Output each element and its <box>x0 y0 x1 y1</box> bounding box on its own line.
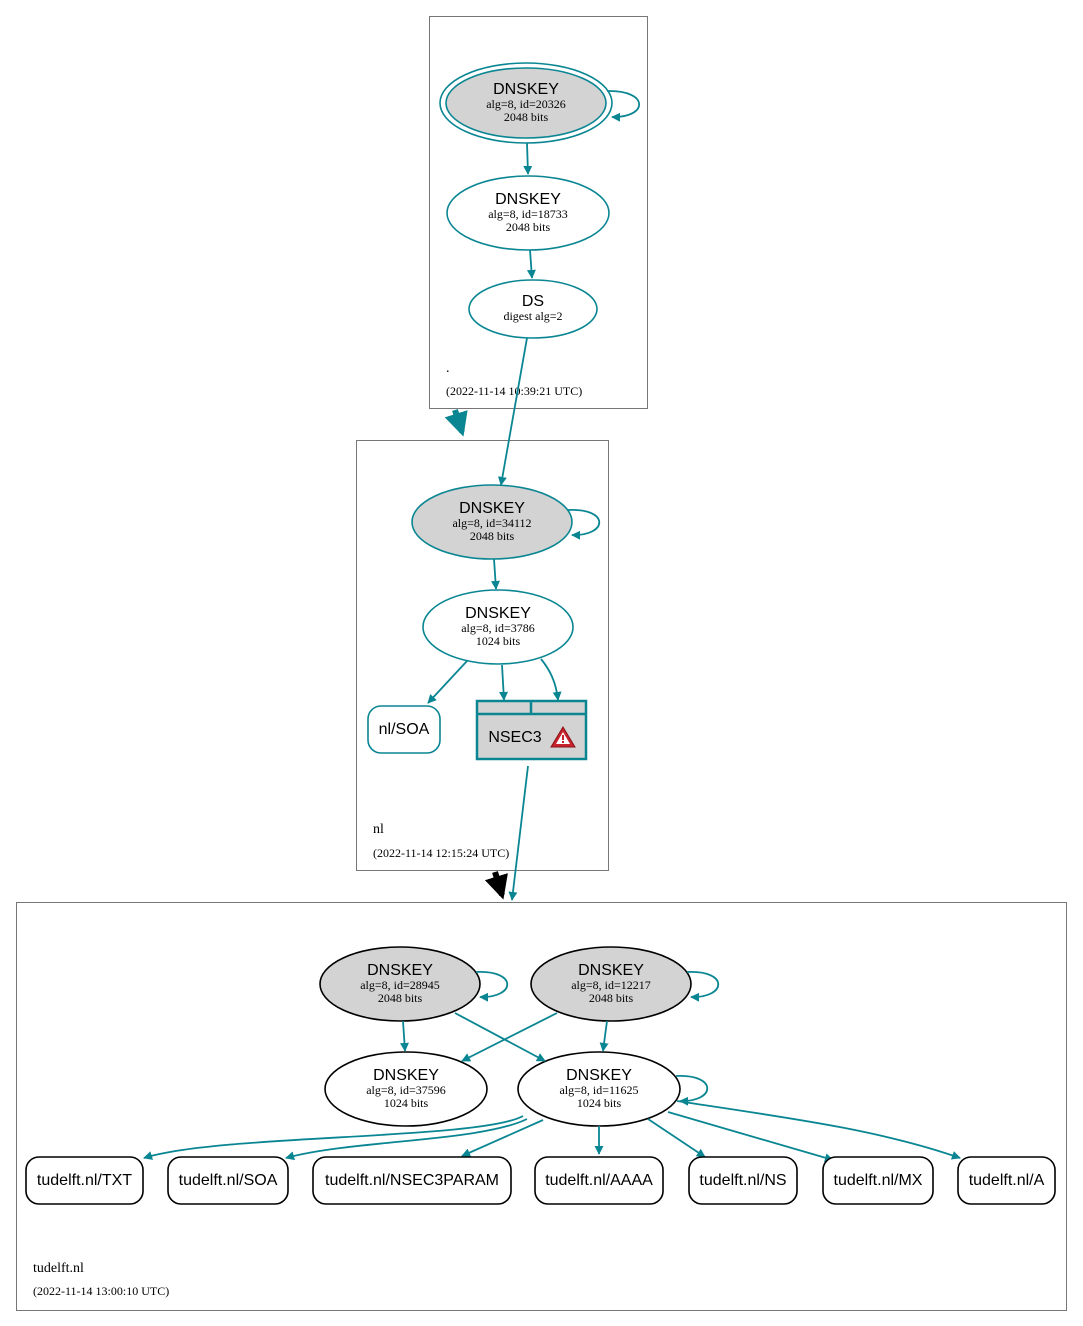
nl-zsk-to-nsec3-edge-1 <box>499 664 509 701</box>
root-zsk-node[interactable]: DNSKEY alg=8, id=18733 2048 bits <box>446 175 610 251</box>
node-key-info: alg=8, id=12217 <box>571 978 651 992</box>
zone-tudelft-timestamp: (2022-11-14 13:00:10 UTC) <box>33 1284 169 1298</box>
node-key-size: 2048 bits <box>470 529 515 543</box>
node-key-info: alg=8, id=11625 <box>559 1083 638 1097</box>
nl-zsk-to-nsec3-edge-2 <box>540 658 562 701</box>
node-title: DS <box>522 293 544 310</box>
node-title: DNSKEY <box>367 962 433 979</box>
nl-soa-node[interactable]: nl/SOA <box>367 705 441 754</box>
nl-zsk-node[interactable]: DNSKEY alg=8, id=3786 1024 bits <box>422 589 574 665</box>
zsk2-to-ns-edge <box>647 1118 706 1158</box>
node-digest-info: digest alg=2 <box>503 309 562 323</box>
zsk2-to-txt-edge <box>143 1115 524 1160</box>
tudelft-zsk1-node[interactable]: DNSKEY alg=8, id=37596 1024 bits <box>324 1051 488 1127</box>
rr-label: tudelft.nl/NS <box>699 1172 786 1189</box>
delegation-root-to-nl-edge <box>444 409 468 437</box>
rr-label: nl/SOA <box>379 721 430 738</box>
node-key-size: 2048 bits <box>506 220 551 234</box>
node-title: DNSKEY <box>459 500 525 517</box>
node-key-size: 2048 bits <box>378 991 423 1005</box>
nl-ksk-self-edge <box>567 509 600 540</box>
node-key-info: alg=8, id=18733 <box>488 207 568 221</box>
node-key-info: alg=8, id=3786 <box>461 621 535 635</box>
ksk2-to-zsk1-edge <box>461 1012 558 1062</box>
zsk2-to-nsec3param-edge <box>461 1119 544 1157</box>
tudelft-rr-mx[interactable]: tudelft.nl/MX <box>822 1156 934 1205</box>
tudelft-rr-ns[interactable]: tudelft.nl/NS <box>688 1156 798 1205</box>
zsk2-to-soa-edge <box>285 1118 528 1161</box>
tudelft-ksk1-node[interactable]: DNSKEY alg=8, id=28945 2048 bits <box>319 946 481 1022</box>
zsk2-to-mx-edge <box>667 1111 834 1163</box>
tudelft-rr-a[interactable]: tudelft.nl/A <box>957 1156 1056 1205</box>
node-title: DNSKEY <box>495 191 561 208</box>
node-key-info: alg=8, id=28945 <box>360 978 440 992</box>
nl-ksk-node[interactable]: DNSKEY alg=8, id=34112 2048 bits <box>411 484 573 560</box>
warning-triangle-icon <box>550 726 576 748</box>
node-title: DNSKEY <box>566 1067 632 1084</box>
node-key-info: alg=8, id=20326 <box>486 97 566 111</box>
root-ds-node[interactable]: DS digest alg=2 <box>468 279 598 339</box>
root-zsk-to-ds-edge <box>526 249 536 279</box>
ksk1-to-zsk1-edge <box>399 1020 409 1052</box>
tudelft-ksk2-node[interactable]: DNSKEY alg=8, id=12217 2048 bits <box>530 946 692 1022</box>
node-key-info: alg=8, id=34112 <box>452 516 531 530</box>
rr-label: tudelft.nl/AAAA <box>545 1172 653 1189</box>
zone-root-name: . <box>446 361 450 376</box>
rr-label: tudelft.nl/TXT <box>37 1172 132 1189</box>
rr-label: tudelft.nl/SOA <box>179 1172 278 1189</box>
tudelft-rr-soa[interactable]: tudelft.nl/SOA <box>167 1156 289 1205</box>
nl-ksk-to-zsk-edge <box>490 558 500 590</box>
nsec3-to-tudelft-edge <box>508 765 529 901</box>
node-title: DNSKEY <box>578 962 644 979</box>
ksk2-to-zsk2-edge <box>599 1020 609 1052</box>
node-title: DNSKEY <box>465 605 531 622</box>
zone-nl-timestamp: (2022-11-14 12:15:24 UTC) <box>373 846 509 860</box>
delegation-nl-to-tudelft-edge <box>484 871 508 900</box>
tudelft-rr-txt[interactable]: tudelft.nl/TXT <box>25 1156 144 1205</box>
rr-label: tudelft.nl/MX <box>834 1172 923 1189</box>
ds-to-nl-ksk-edge <box>497 337 528 486</box>
root-ksk-self-edge <box>606 90 640 122</box>
tudelft-zsk2-self-edge <box>675 1075 708 1106</box>
node-title: DNSKEY <box>373 1067 439 1084</box>
zone-tudelft-name: tudelft.nl <box>33 1261 84 1276</box>
tudelft-rr-aaaa[interactable]: tudelft.nl/AAAA <box>534 1156 664 1205</box>
node-key-size: 1024 bits <box>476 634 521 648</box>
node-title: DNSKEY <box>493 81 559 98</box>
ksk1-to-zsk2-edge <box>454 1012 546 1062</box>
rr-label: tudelft.nl/NSEC3PARAM <box>325 1172 499 1189</box>
tudelft-rr-nsec3param[interactable]: tudelft.nl/NSEC3PARAM <box>312 1156 512 1205</box>
zsk2-to-a-edge <box>676 1100 961 1160</box>
node-key-size: 2048 bits <box>504 110 549 124</box>
node-key-size: 1024 bits <box>577 1096 622 1110</box>
rr-label: NSEC3 <box>488 729 541 746</box>
zone-root-timestamp: (2022-11-14 10:39:21 UTC) <box>446 384 582 398</box>
root-ksk-node[interactable]: DNSKEY alg=8, id=20326 2048 bits <box>439 62 613 144</box>
nl-zsk-to-soa-edge <box>427 660 468 704</box>
nl-nsec3-node[interactable]: NSEC3 <box>475 699 588 761</box>
tudelft-zsk2-node[interactable]: DNSKEY alg=8, id=11625 1024 bits <box>517 1051 681 1127</box>
root-ksk-to-zsk-edge <box>523 142 533 175</box>
node-key-size: 2048 bits <box>589 991 634 1005</box>
tudelft-ksk2-self-edge <box>686 971 719 1002</box>
rr-label: tudelft.nl/A <box>969 1172 1045 1189</box>
tudelft-ksk1-self-edge <box>475 971 508 1002</box>
node-key-info: alg=8, id=37596 <box>366 1083 446 1097</box>
zone-nl-name: nl <box>373 822 384 837</box>
node-key-size: 1024 bits <box>384 1096 429 1110</box>
